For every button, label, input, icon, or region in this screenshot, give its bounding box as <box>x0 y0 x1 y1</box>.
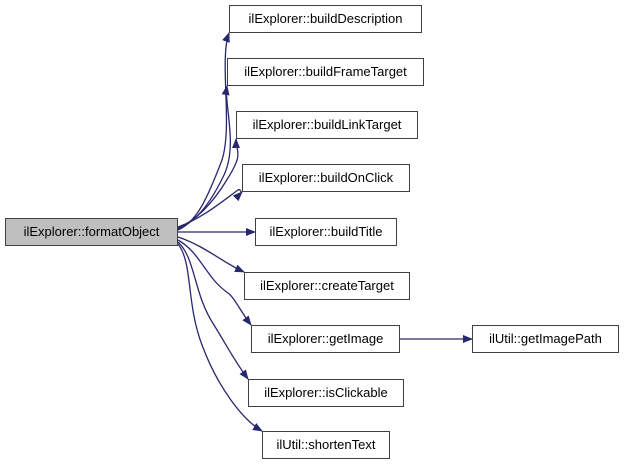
call-edge-formatObject-to-buildOnClick <box>177 188 243 228</box>
call-edge-formatObject-to-buildDescription <box>177 32 230 231</box>
graph-node-buildOnClick[interactable]: ilExplorer::buildOnClick <box>242 164 410 192</box>
graph-node-label: ilExplorer::buildFrameTarget <box>244 64 407 79</box>
graph-node-shortenText[interactable]: ilUtil::shortenText <box>262 431 390 459</box>
graph-node-label: ilExplorer::formatObject <box>23 224 160 239</box>
graph-node-buildFrameTarget[interactable]: ilExplorer::buildFrameTarget <box>227 58 424 86</box>
graph-node-label: ilExplorer::buildTitle <box>269 224 383 239</box>
graph-node-label: ilExplorer::buildLinkTarget <box>252 117 402 132</box>
call-edge-formatObject-to-getImage <box>177 239 252 326</box>
graph-node-buildLinkTarget[interactable]: ilExplorer::buildLinkTarget <box>236 111 418 139</box>
graph-node-isClickable[interactable]: ilExplorer::isClickable <box>248 379 404 407</box>
graph-node-label: ilUtil::getImagePath <box>489 331 602 346</box>
call-edge-formatObject-to-shortenText <box>177 243 263 432</box>
graph-node-label: ilExplorer::buildOnClick <box>258 170 394 185</box>
graph-node-label: ilExplorer::isClickable <box>264 385 388 400</box>
graph-node-getImagePath[interactable]: ilUtil::getImagePath <box>472 325 619 353</box>
graph-node-createTarget[interactable]: ilExplorer::createTarget <box>244 272 410 300</box>
graph-node-label: ilExplorer::buildDescription <box>248 11 403 26</box>
graph-node-label: ilExplorer::getImage <box>267 331 384 346</box>
call-edge-formatObject-to-createTarget <box>177 236 245 273</box>
graph-node-label: ilUtil::shortenText <box>276 437 376 452</box>
graph-node-buildTitle[interactable]: ilExplorer::buildTitle <box>255 218 397 246</box>
graph-node-buildDescription[interactable]: ilExplorer::buildDescription <box>229 5 422 33</box>
graph-node-formatObject[interactable]: ilExplorer::formatObject <box>5 218 178 246</box>
call-edge-formatObject-to-isClickable <box>177 241 249 380</box>
graph-node-getImage[interactable]: ilExplorer::getImage <box>251 325 400 353</box>
graph-node-label: ilExplorer::createTarget <box>260 278 394 293</box>
call-edge-formatObject-to-buildLinkTarget <box>177 138 241 229</box>
